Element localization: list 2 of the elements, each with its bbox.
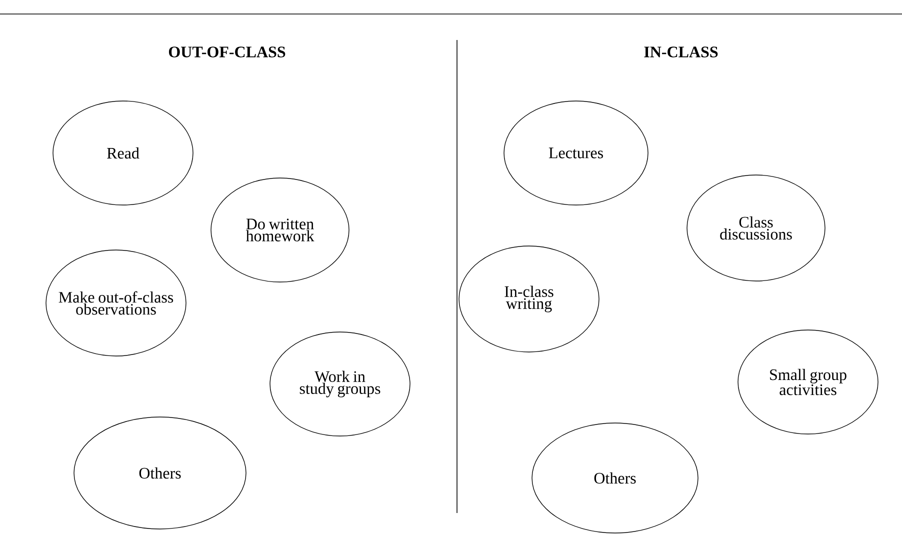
column-heading: IN-CLASS bbox=[644, 46, 718, 58]
column-heading: OUT-OF-CLASS bbox=[168, 46, 286, 58]
